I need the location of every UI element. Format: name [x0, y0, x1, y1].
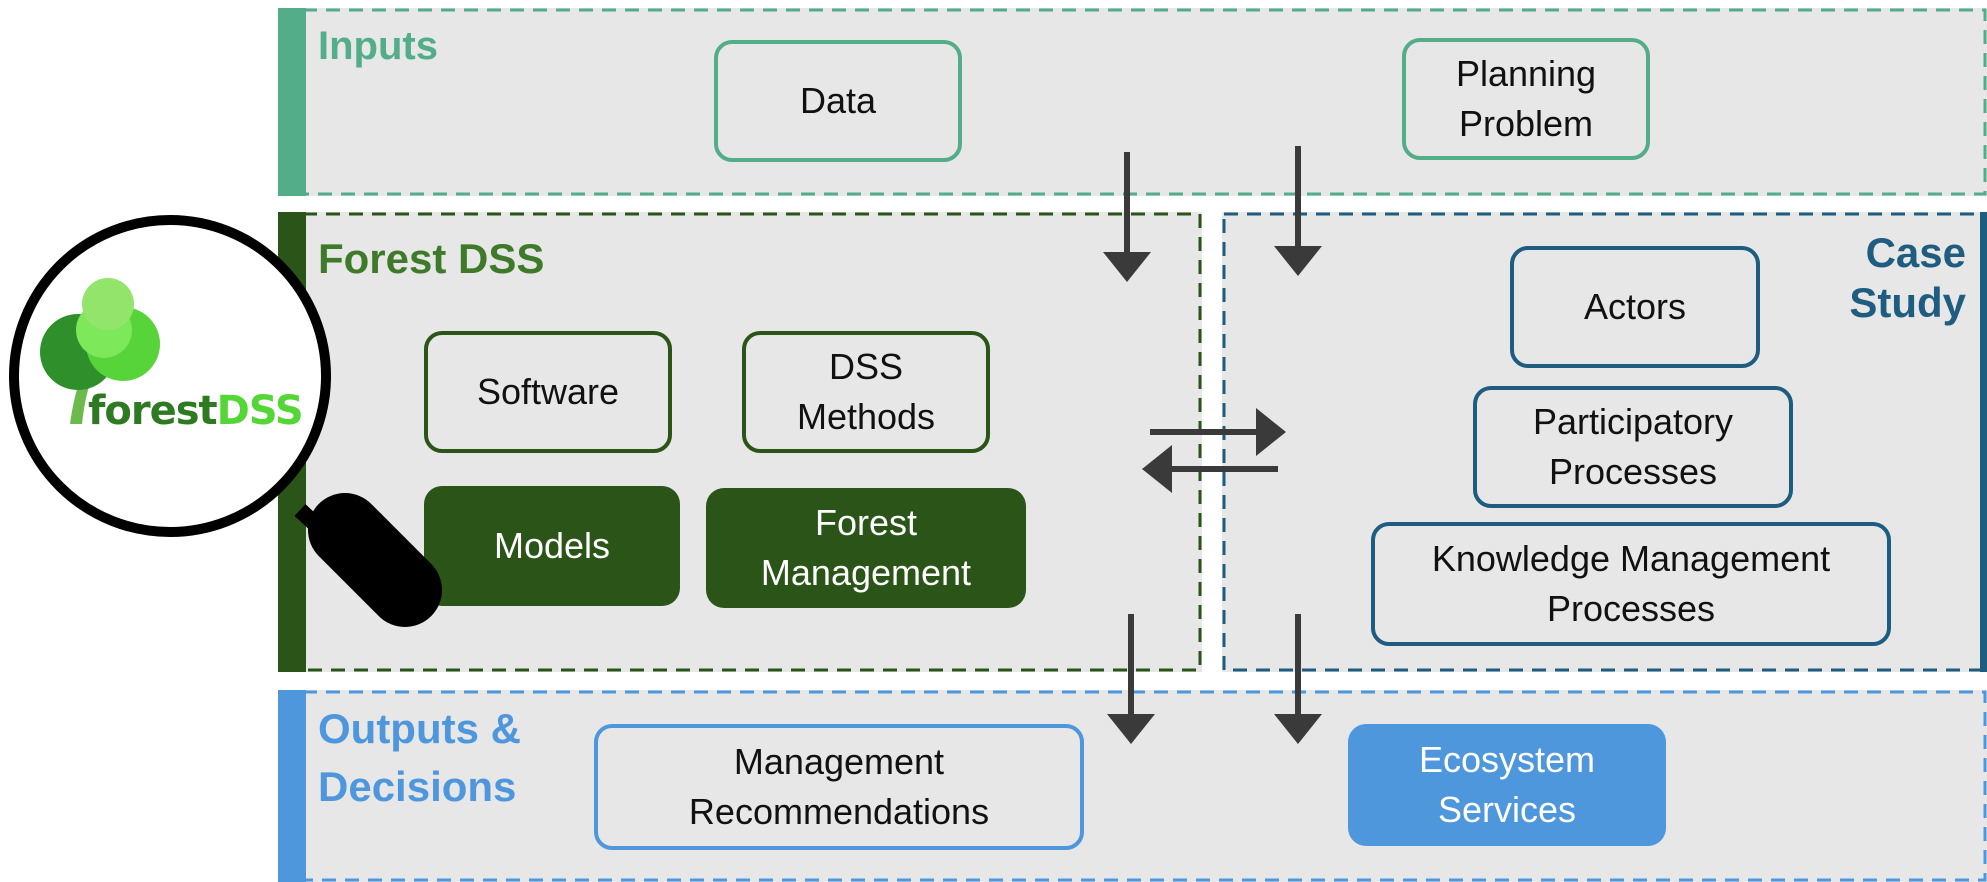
logo-text-dss: DSS — [216, 388, 304, 434]
case-study-title: Case Study — [1849, 229, 1966, 327]
forestdss-logo-text: forestDSS — [88, 388, 304, 434]
planning-problem-box: Planning Problem — [1402, 38, 1650, 160]
data-box: Data — [714, 40, 962, 162]
inputs-section — [278, 8, 1987, 196]
inputs-dashed-border — [278, 8, 1987, 196]
logo-text-forest: forest — [88, 388, 218, 434]
case-study-dashed-border — [1222, 212, 1987, 672]
forest-management-box: Forest Management — [706, 488, 1026, 608]
ecosystem-services-box: Ecosystem Services — [1348, 724, 1666, 846]
inputs-accent-bar — [278, 8, 306, 196]
participatory-processes-box: Participatory Processes — [1473, 386, 1793, 508]
outputs-dashed-border — [278, 690, 1987, 882]
actors-box: Actors — [1510, 246, 1760, 368]
outputs-accent-bar — [278, 690, 306, 882]
knowledge-management-processes-box: Knowledge Management Processes — [1371, 522, 1891, 646]
software-box: Software — [424, 331, 672, 453]
dss-methods-box: DSS Methods — [742, 331, 990, 453]
tree-logo-icon — [40, 278, 160, 424]
forest-dss-dashed-border — [278, 212, 1202, 672]
inputs-title: Inputs — [318, 24, 438, 68]
management-recommendations-box: Management Recommendations — [594, 724, 1084, 850]
forest-dss-title: Forest DSS — [318, 235, 545, 282]
outputs-title: Outputs & Decisions — [318, 705, 521, 810]
models-box: Models — [424, 486, 680, 606]
